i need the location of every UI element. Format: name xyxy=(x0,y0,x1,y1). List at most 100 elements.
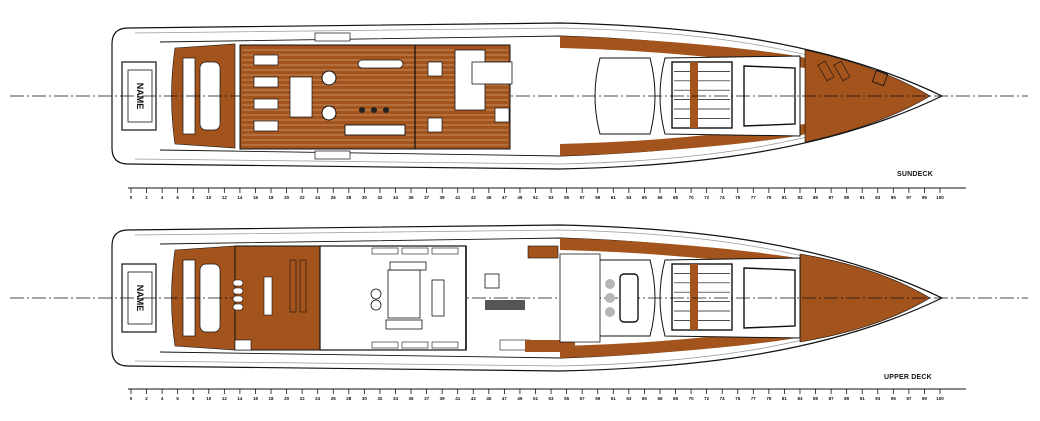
ruler-tick-label: 16 xyxy=(253,195,259,200)
ruler-tick-label: 34 xyxy=(393,195,399,200)
ruler-tick-label: 8 xyxy=(192,396,195,401)
sofa xyxy=(389,261,427,271)
ruler-tick-label: 75 xyxy=(735,195,741,200)
ruler-tick-label: 70 xyxy=(689,396,695,401)
ruler-tick-label: 51 xyxy=(533,195,539,200)
ruler-tick-label: 30 xyxy=(362,195,368,200)
ruler-tick-label: 4 xyxy=(161,195,164,200)
sunlounger xyxy=(253,98,279,110)
bbq-grill xyxy=(471,61,513,85)
ruler-tick-label: 59 xyxy=(595,195,601,200)
armchair xyxy=(370,299,382,311)
window-seat xyxy=(401,247,429,255)
ruler-tick-label: 32 xyxy=(377,195,383,200)
ruler-tick-label: 14 xyxy=(237,195,243,200)
ruler-tick-label: 10 xyxy=(206,195,212,200)
ruler-tick-label: 26 xyxy=(331,195,337,200)
chair xyxy=(232,287,244,295)
ruler-tick-label: 41 xyxy=(455,195,461,200)
ruler-tick-label: 66 xyxy=(657,195,663,200)
armchair xyxy=(370,288,382,300)
window-seat xyxy=(371,247,399,255)
ruler-tick-label: 61 xyxy=(611,396,617,401)
ruler-tick-label: 63 xyxy=(626,195,632,200)
ruler-tick-label: 55 xyxy=(564,195,570,200)
sundeck-label: SUNDECK xyxy=(897,171,934,178)
ruler-tick-label: 32 xyxy=(377,396,383,401)
ruler-tick-label: 99 xyxy=(922,195,928,200)
bar-stool xyxy=(383,107,389,113)
ruler-tick-label: 87 xyxy=(829,396,835,401)
ruler-tick-label: 30 xyxy=(362,396,368,401)
sunlounger xyxy=(833,60,851,82)
ruler-tick-label: 37 xyxy=(424,396,430,401)
ruler-tick-label: 85 xyxy=(813,396,819,401)
ruler-tick-label: 81 xyxy=(782,396,788,401)
ruler-tick-label: 72 xyxy=(704,195,710,200)
ruler-tick-label: 68 xyxy=(673,195,679,200)
ruler-tick-label: 45 xyxy=(486,396,492,401)
ruler-tick-label: 34 xyxy=(393,396,399,401)
ruler-tick-label: 6 xyxy=(176,195,179,200)
helm-seat xyxy=(605,307,615,317)
ruler-tick-label: 36 xyxy=(409,396,415,401)
wheelhouse-cabin xyxy=(559,253,601,343)
chair xyxy=(232,279,244,287)
window-seat xyxy=(371,341,399,349)
ruler-tick-label: 16 xyxy=(253,396,259,401)
ruler-tick-label: 20 xyxy=(284,396,290,401)
ruler-tick-label: 49 xyxy=(517,396,523,401)
ruler-tick-label: 8 xyxy=(192,195,195,200)
ruler-tick-label: 74 xyxy=(720,195,726,200)
ruler-tick-label: 85 xyxy=(813,195,819,200)
ruler-tick-label: 4 xyxy=(161,396,164,401)
ruler-tick-label: 37 xyxy=(424,195,430,200)
name-plate-text: NAME xyxy=(135,285,145,312)
ruler-tick-label: 97 xyxy=(906,195,912,200)
ruler-tick-label: 14 xyxy=(237,396,243,401)
ruler-tick-label: 70 xyxy=(689,195,695,200)
ruler-tick-label: 24 xyxy=(315,396,321,401)
forward-sunpad xyxy=(671,61,733,129)
chair xyxy=(232,303,244,311)
ruler-tick-label: 65 xyxy=(642,195,648,200)
sunlounger xyxy=(817,60,835,82)
ruler-tick-label: 26 xyxy=(331,396,337,401)
ruler-tick-label: 24 xyxy=(315,195,321,200)
ruler-tick-label: 97 xyxy=(906,396,912,401)
stairwell xyxy=(485,300,525,310)
ruler-tick-label: 95 xyxy=(891,396,897,401)
sunlounger xyxy=(253,54,279,66)
ruler-tick-label: 2 xyxy=(145,396,148,401)
ruler-tick-label: 43 xyxy=(471,195,477,200)
ruler-tick-label: 63 xyxy=(626,396,632,401)
ruler-tick-label: 45 xyxy=(486,195,492,200)
stairs xyxy=(314,150,351,160)
stairs xyxy=(314,32,351,42)
ruler-tick-label: 20 xyxy=(284,195,290,200)
ruler-tick-label: 81 xyxy=(782,195,788,200)
ruler-tick-label: 36 xyxy=(409,195,415,200)
ruler-tick-label: 0 xyxy=(130,195,133,200)
bar-stool xyxy=(359,107,365,113)
ruler-tick-label: 47 xyxy=(502,396,508,401)
ruler-tick-label: 79 xyxy=(766,396,772,401)
helm-seat xyxy=(605,279,615,289)
foredeck-teak xyxy=(804,49,931,143)
ruler-tick-label: 100 xyxy=(936,195,944,200)
sunlounger xyxy=(253,120,279,132)
ruler-tick-label: 55 xyxy=(564,396,570,401)
sunpad-teak-strip xyxy=(690,264,698,330)
ruler-tick-label: 51 xyxy=(533,396,539,401)
ruler-tick-label: 12 xyxy=(222,195,228,200)
bench xyxy=(299,259,307,313)
ruler-tick-label: 43 xyxy=(471,396,477,401)
hatch xyxy=(871,69,889,87)
ruler-tick-label: 12 xyxy=(222,396,228,401)
window-seat xyxy=(431,247,459,255)
ruler-tick-label: 57 xyxy=(580,195,586,200)
forward-sunpad xyxy=(671,263,733,331)
window-seat xyxy=(401,341,429,349)
